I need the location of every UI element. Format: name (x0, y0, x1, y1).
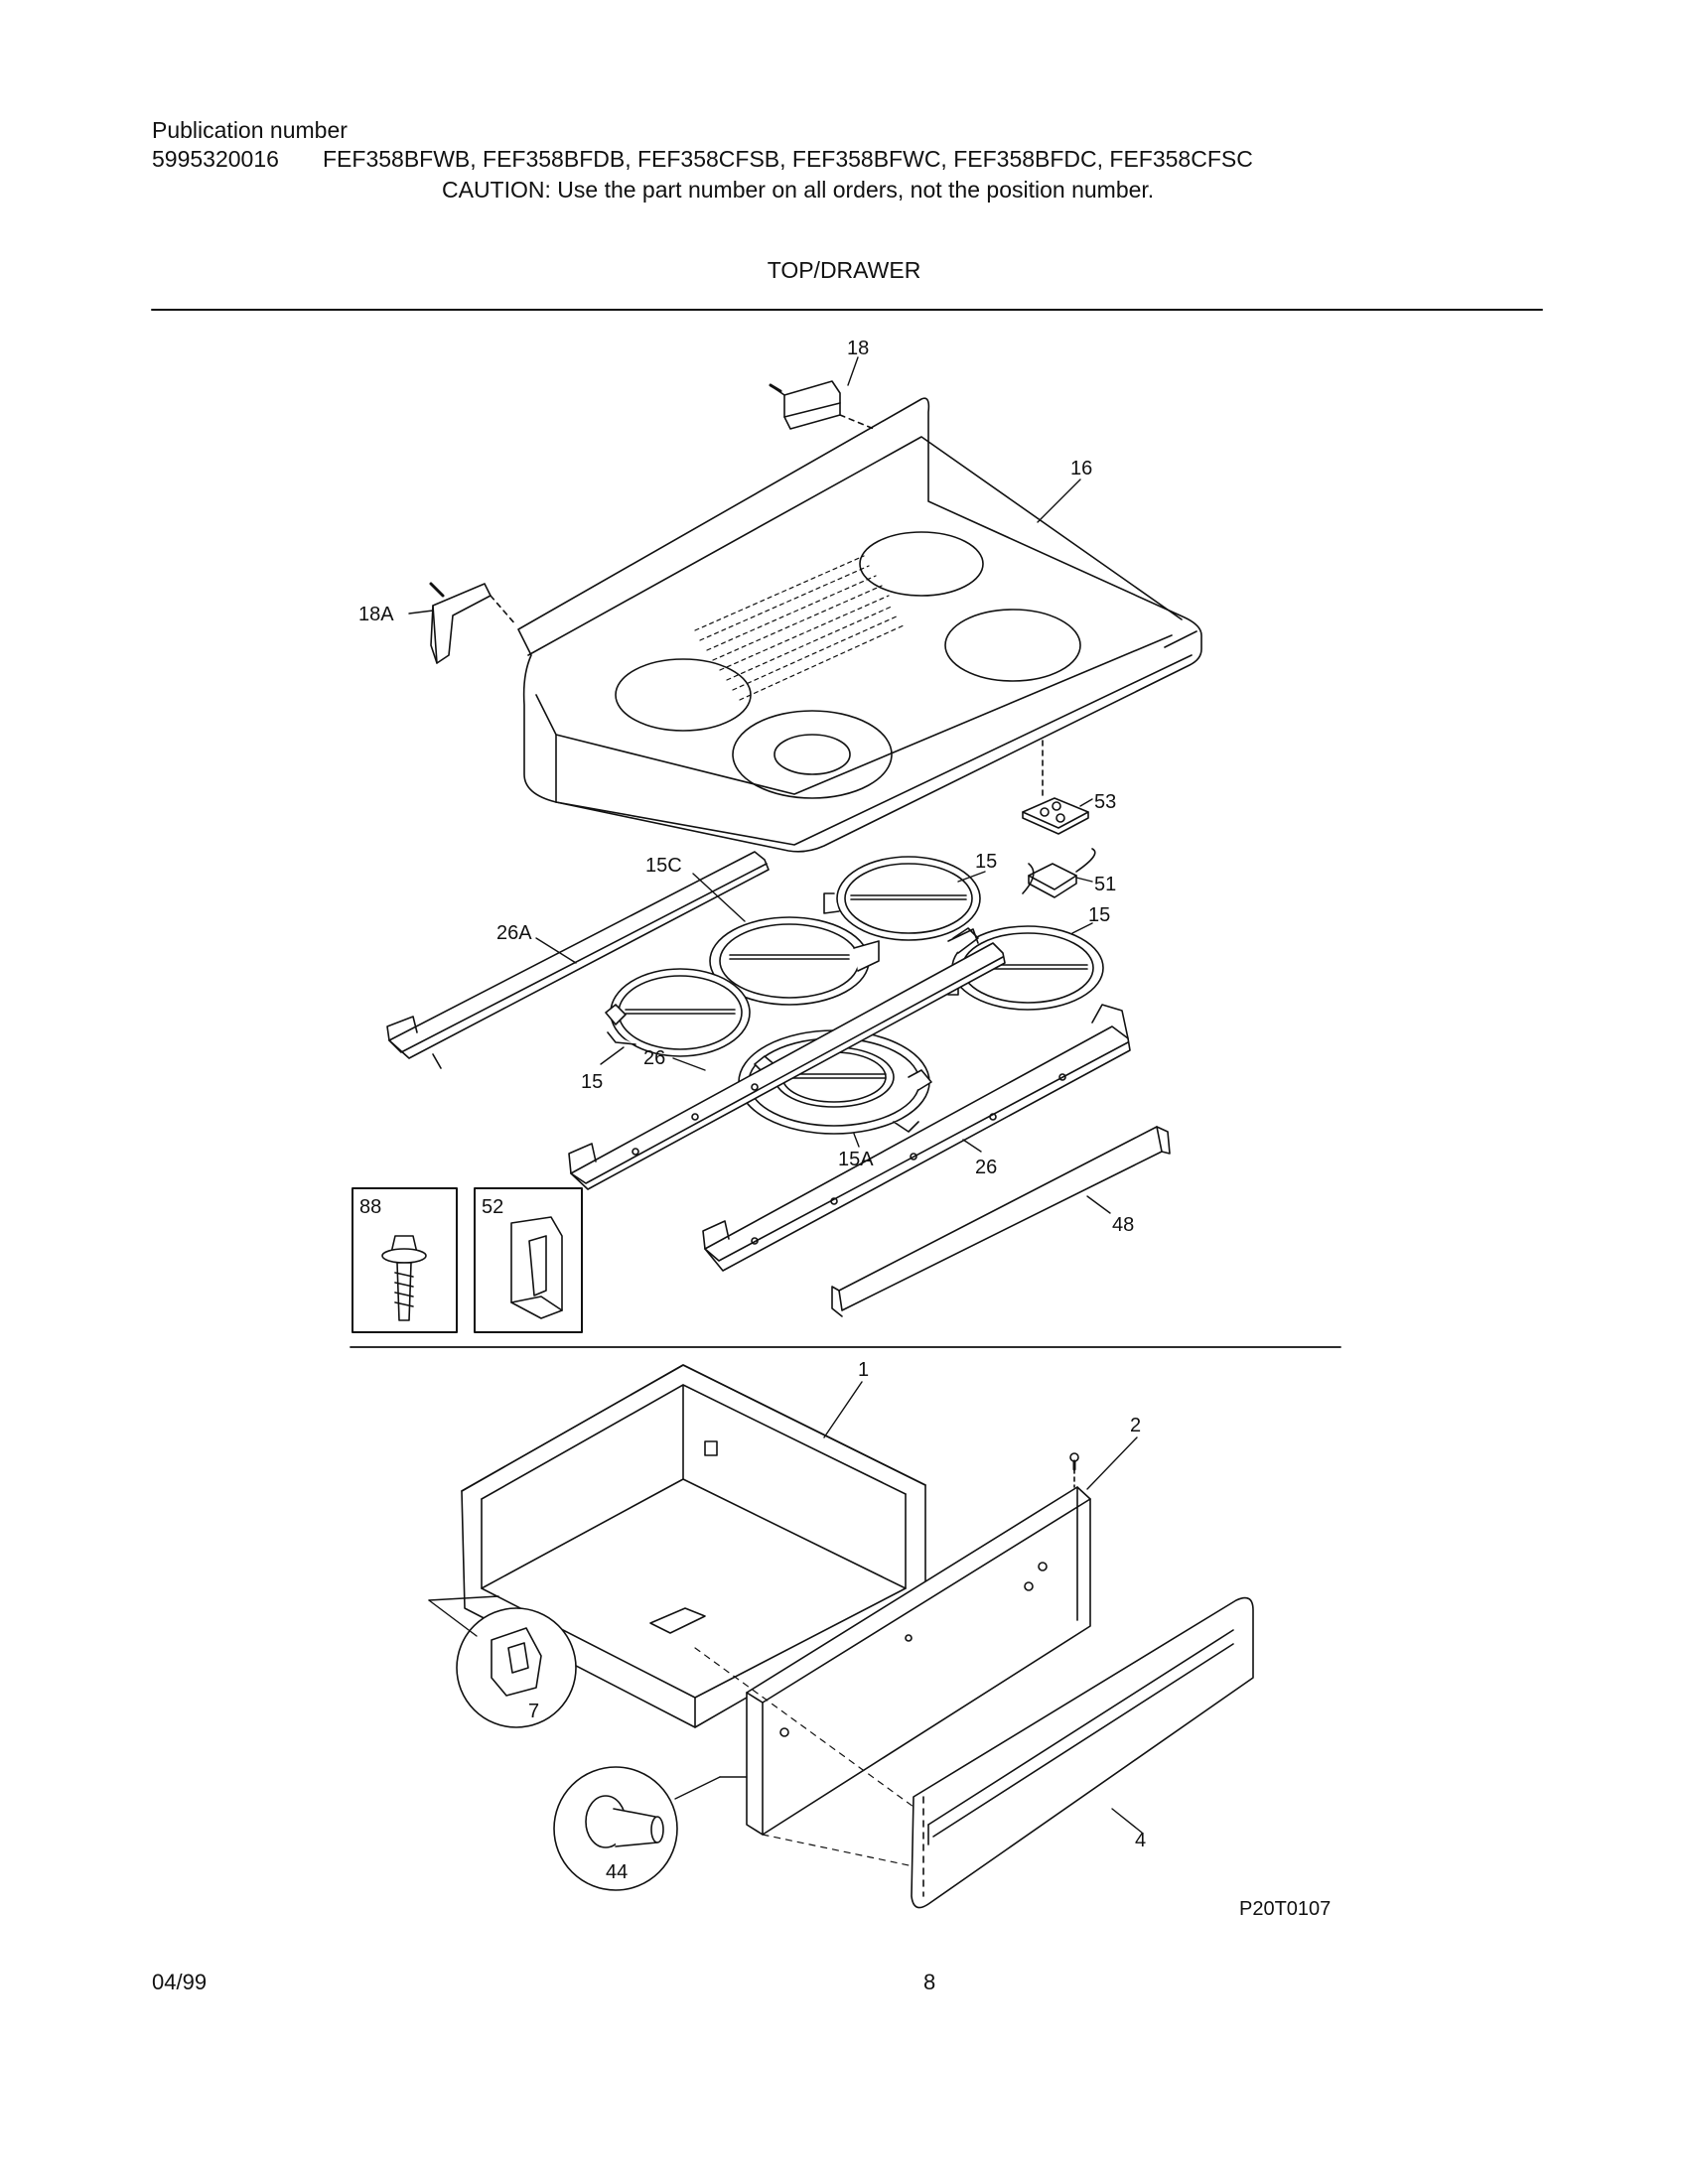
callout-1: 1 (858, 1359, 869, 1381)
callout-26a: 26A (496, 922, 532, 944)
callout-26-right: 26 (975, 1157, 997, 1178)
bracket-18 (769, 380, 875, 430)
revision-date: 04/99 (152, 1970, 208, 1994)
callout-15a: 15A (838, 1149, 874, 1170)
inset-box-52 (474, 1187, 583, 1333)
screw-88-shape (381, 1235, 427, 1321)
callout-44: 44 (606, 1861, 628, 1883)
callout-48: 48 (1112, 1214, 1134, 1236)
callout-52: 52 (482, 1196, 503, 1218)
drawer-1 (461, 1364, 926, 1728)
drawer-front-4 (911, 1596, 1254, 1909)
callout-51: 51 (1094, 874, 1116, 895)
callout-2: 2 (1130, 1415, 1141, 1436)
slide-7-shape (491, 1627, 542, 1697)
inset-box-88 (352, 1187, 458, 1333)
caution-note: CAUTION: Use the part number on all orde… (442, 177, 1155, 203)
limiter-51 (1022, 848, 1096, 898)
clip-52-shape (510, 1216, 563, 1319)
page-number: 8 (923, 1970, 936, 1994)
element-15-left (605, 968, 751, 1057)
publication-number: 5995320016 (152, 146, 279, 172)
element-15-top (823, 856, 981, 941)
diagram-code: P20T0107 (1239, 1898, 1331, 1920)
callout-15-left: 15 (581, 1071, 603, 1093)
publication-line: 5995320016 FEF358BFWB, FEF358BFDB, FEF358… (152, 145, 1253, 173)
callout-18: 18 (847, 338, 869, 359)
callout-18a: 18A (358, 604, 394, 625)
model-list: FEF358BFWB, FEF358BFDB, FEF358CFSB, FEF3… (323, 146, 1253, 172)
bracket-26a (386, 851, 770, 1069)
publication-label: Publication number (152, 117, 348, 143)
callout-4: 4 (1135, 1830, 1146, 1851)
trim-48 (831, 1126, 1171, 1317)
callout-53: 53 (1094, 791, 1116, 813)
callout-26-left: 26 (643, 1047, 665, 1069)
bracket-26-left (568, 928, 1006, 1190)
callout-15-right-top: 15 (975, 851, 997, 873)
bracket-26-right (702, 1004, 1131, 1272)
callout-7: 7 (528, 1701, 539, 1722)
bracket-18a (429, 582, 517, 664)
element-15c (709, 916, 880, 1006)
switch-53 (1022, 740, 1089, 835)
callout-15-right: 15 (1088, 904, 1110, 926)
callout-15c: 15C (645, 855, 682, 877)
section-title: TOP/DRAWER (767, 257, 921, 283)
callout-88: 88 (359, 1196, 381, 1218)
cooktop-16 (517, 397, 1202, 853)
glide-44-shape (585, 1795, 664, 1848)
callout-16: 16 (1070, 458, 1092, 479)
